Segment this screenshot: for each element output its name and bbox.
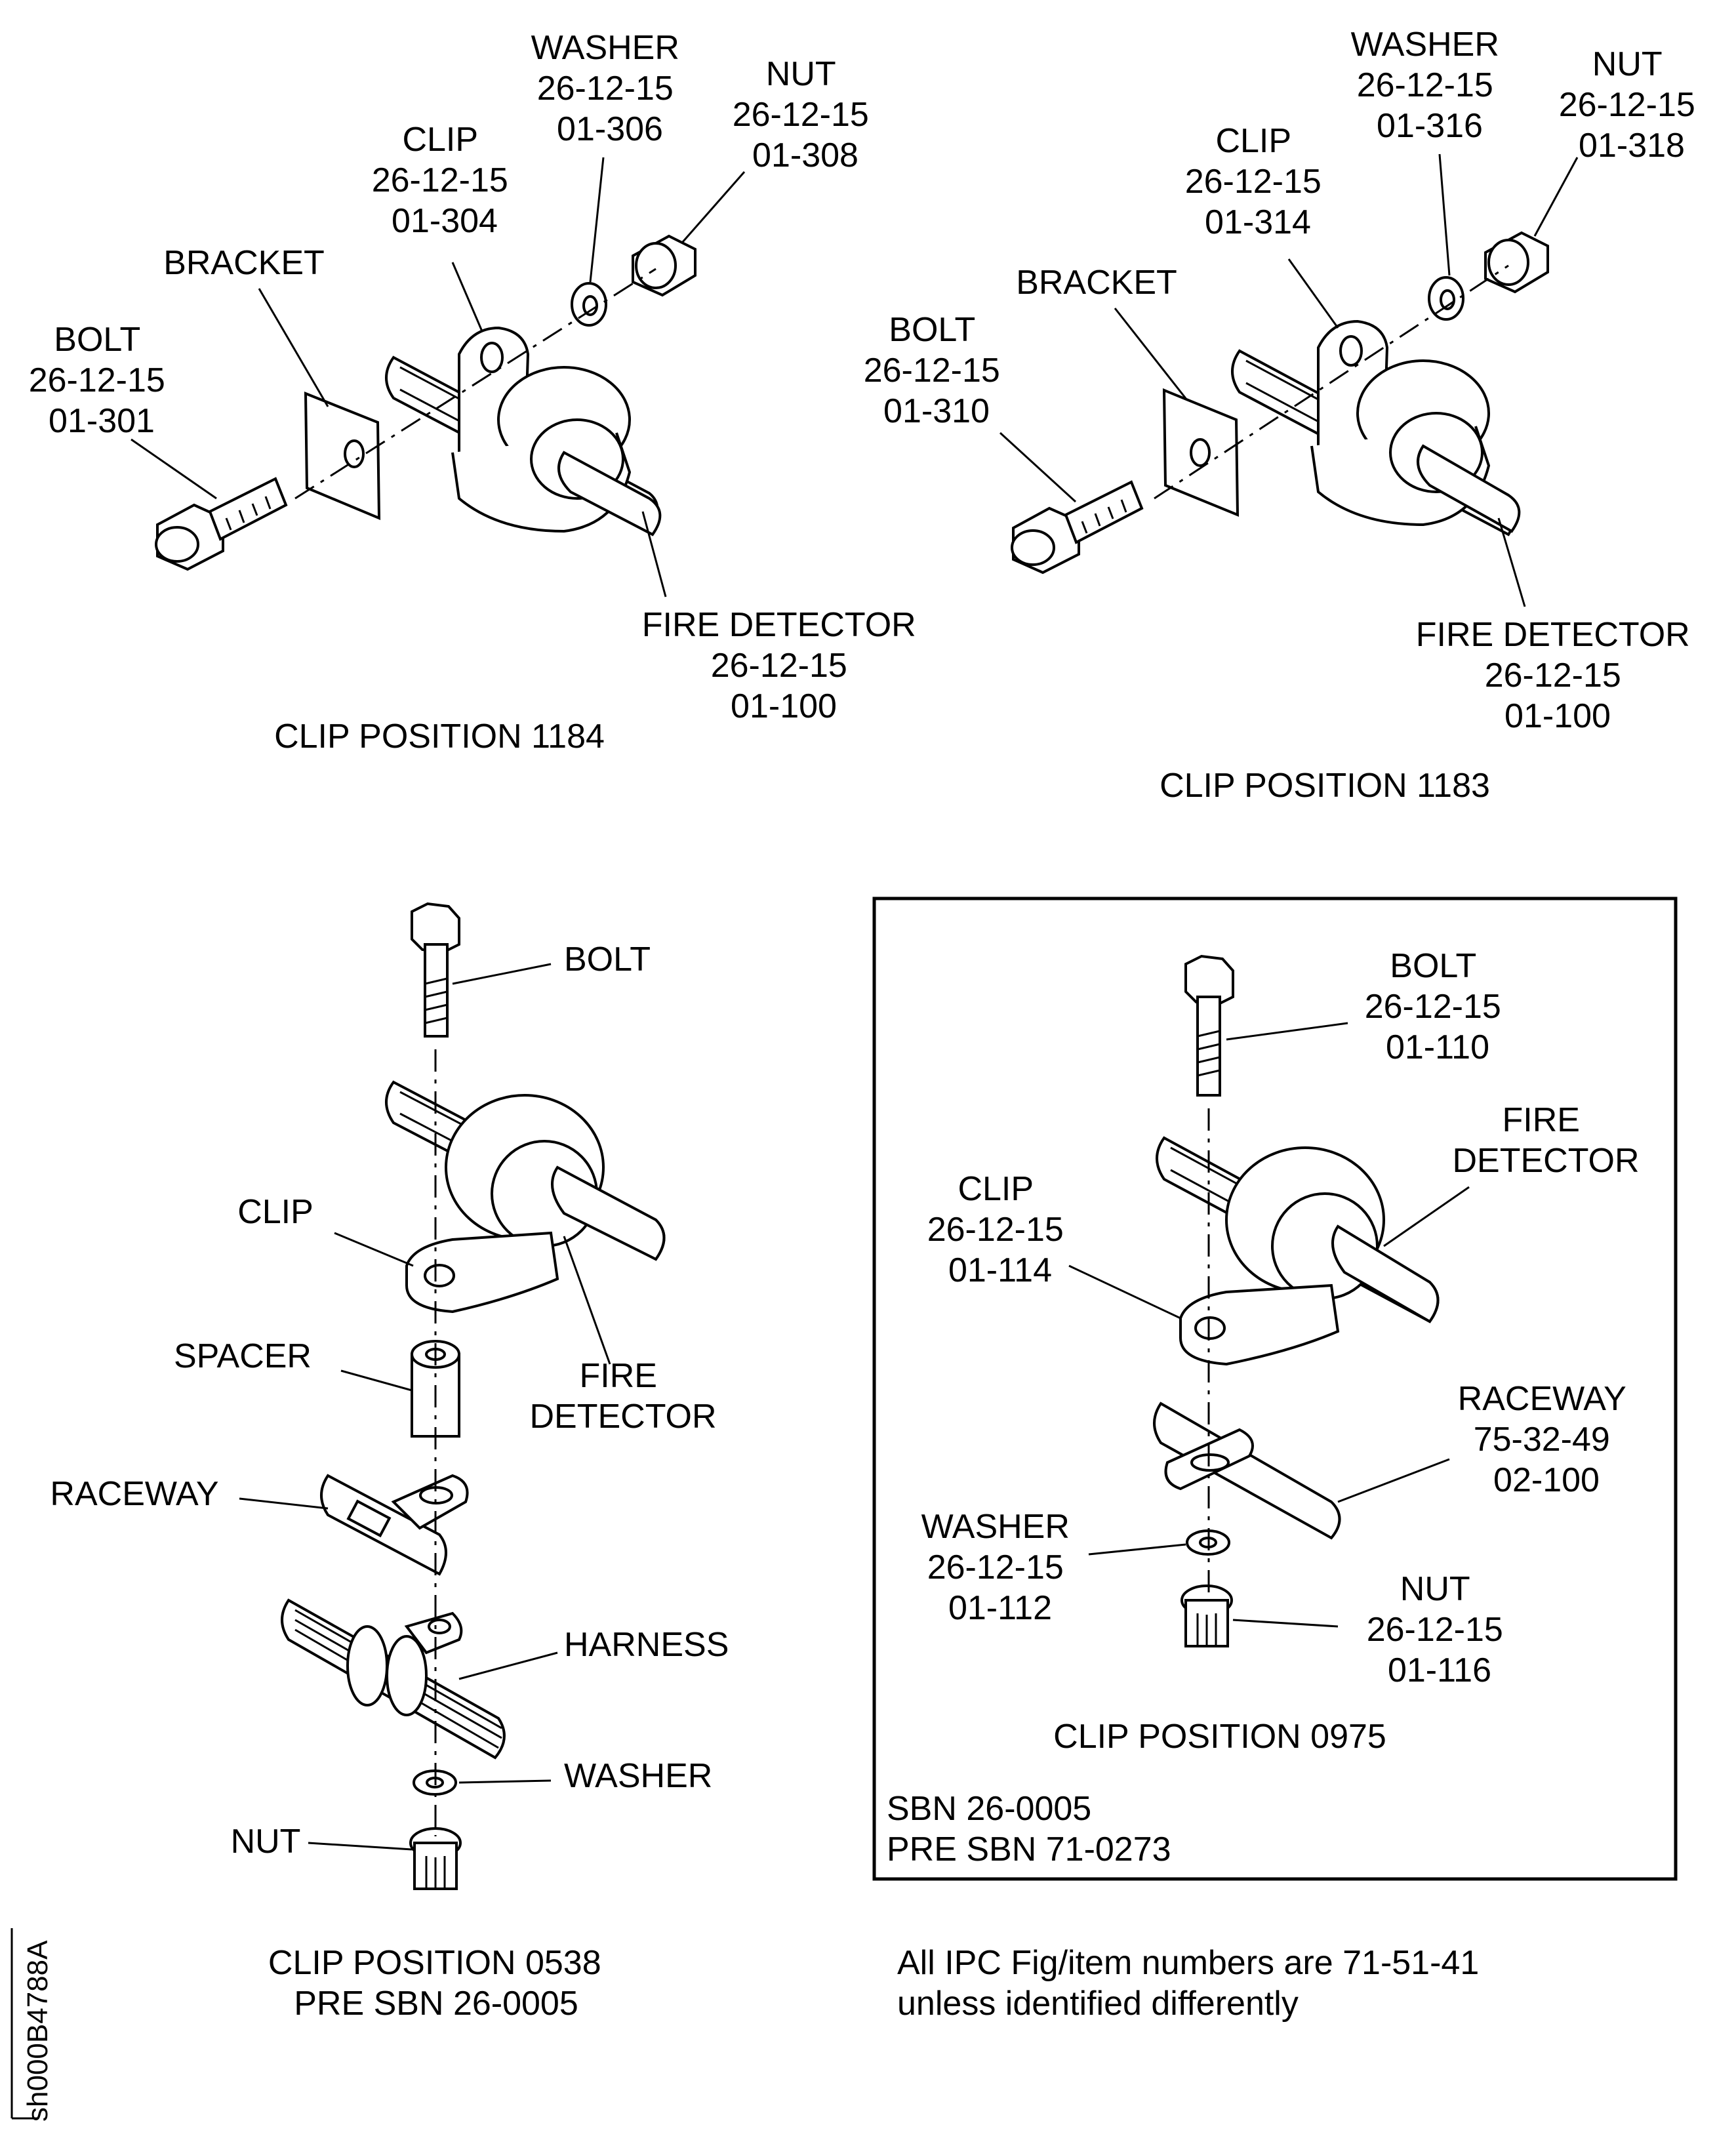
label-bracket-1183: BRACKET [1016,264,1177,302]
footnote: All IPC Fig/item numbers are 71-51-41 un… [897,1944,1489,2023]
clip-part [451,326,632,533]
caption-1184: CLIP POSITION 1184 [274,717,605,756]
label-raceway-0975: RACEWAY 75-32-49 02-100 [1458,1380,1636,1499]
bolt-part [155,477,288,571]
label-clip-1183: CLIP 26-12-15 01-314 [1185,122,1331,241]
bolt-part [1184,954,1234,1097]
clip-part [1310,319,1491,527]
label-raceway-0538: RACEWAY [50,1475,218,1513]
label-clip-1184: CLIP 26-12-15 01-304 [372,121,518,240]
label-nut-0975: NUT 26-12-15 01-116 [1367,1570,1513,1689]
harness-part [281,1598,506,1760]
nut-part [632,234,696,297]
label-detector-1184: FIRE DETECTOR 26-12-15 01-100 [642,606,925,725]
bracket-part [304,392,381,521]
label-detector-0538: FIRE DETECTOR [529,1357,716,1436]
label-washer-0975: WASHER 26-12-15 01-112 [921,1508,1080,1627]
label-washer-1184: WASHER 26-12-15 01-306 [531,29,689,148]
label-washer-0538: WASHER [564,1757,712,1795]
nut-part [409,1827,462,1890]
caption-0975: CLIP POSITION 0975 [1053,1718,1386,1756]
view-clip-position-1184: BOLT 26-12-15 01-301 BRACKET CLIP 26-12-… [29,29,925,756]
bolt-part [411,902,460,1038]
sbn-frame [872,897,1678,1881]
label-bolt-0975: BOLT 26-12-15 01-110 [1365,947,1511,1066]
label-bolt-1183: BOLT 26-12-15 01-310 [864,311,1010,430]
caption-0538: CLIP POSITION 0538 PRE SBN 26-0005 [268,1944,611,2023]
raceway-part [320,1474,469,1576]
nut-part [1484,231,1549,294]
label-detector-0975: FIRE DETECTOR [1452,1101,1639,1180]
label-nut-1183: NUT 26-12-15 01-318 [1559,45,1705,165]
label-clip-0975: CLIP 26-12-15 01-114 [927,1170,1074,1289]
label-detector-1183: FIRE DETECTOR 26-12-15 01-100 [1416,616,1699,735]
label-clip-0538: CLIP [237,1193,313,1231]
nut-part [1181,1585,1233,1647]
label-bolt-0538: BOLT [564,940,651,979]
raceway-part [1153,1402,1341,1540]
caption-1183: CLIP POSITION 1183 [1160,767,1490,805]
label-nut-1184: NUT 26-12-15 01-308 [733,55,879,174]
washer-part [1428,276,1464,321]
sbn-note: SBN 26-0005 PRE SBN 71-0273 [887,1790,1171,1868]
view-clip-position-0538: BOLT CLIP FIRE DETECTOR SPACER RACEWAY H… [50,902,729,2023]
label-harness-0538: HARNESS [564,1626,729,1664]
bolt-part [1011,480,1144,575]
bracket-part [1162,388,1240,517]
label-spacer-0538: SPACER [174,1337,312,1375]
label-washer-1183: WASHER 26-12-15 01-316 [1351,26,1509,145]
figure-id: sh000B4788A [22,1940,54,2122]
washer-part [571,282,607,327]
view-clip-position-1183: BOLT 26-12-15 01-310 BRACKET CLIP 26-12-… [864,26,1705,805]
label-nut-0538: NUT [231,1823,301,1861]
view-clip-position-0975: BOLT 26-12-15 01-110 FIRE DETECTOR CLIP … [872,897,1678,1881]
label-bracket-1184: BRACKET [163,244,325,282]
label-bolt-1184: BOLT 26-12-15 01-301 [29,321,175,440]
